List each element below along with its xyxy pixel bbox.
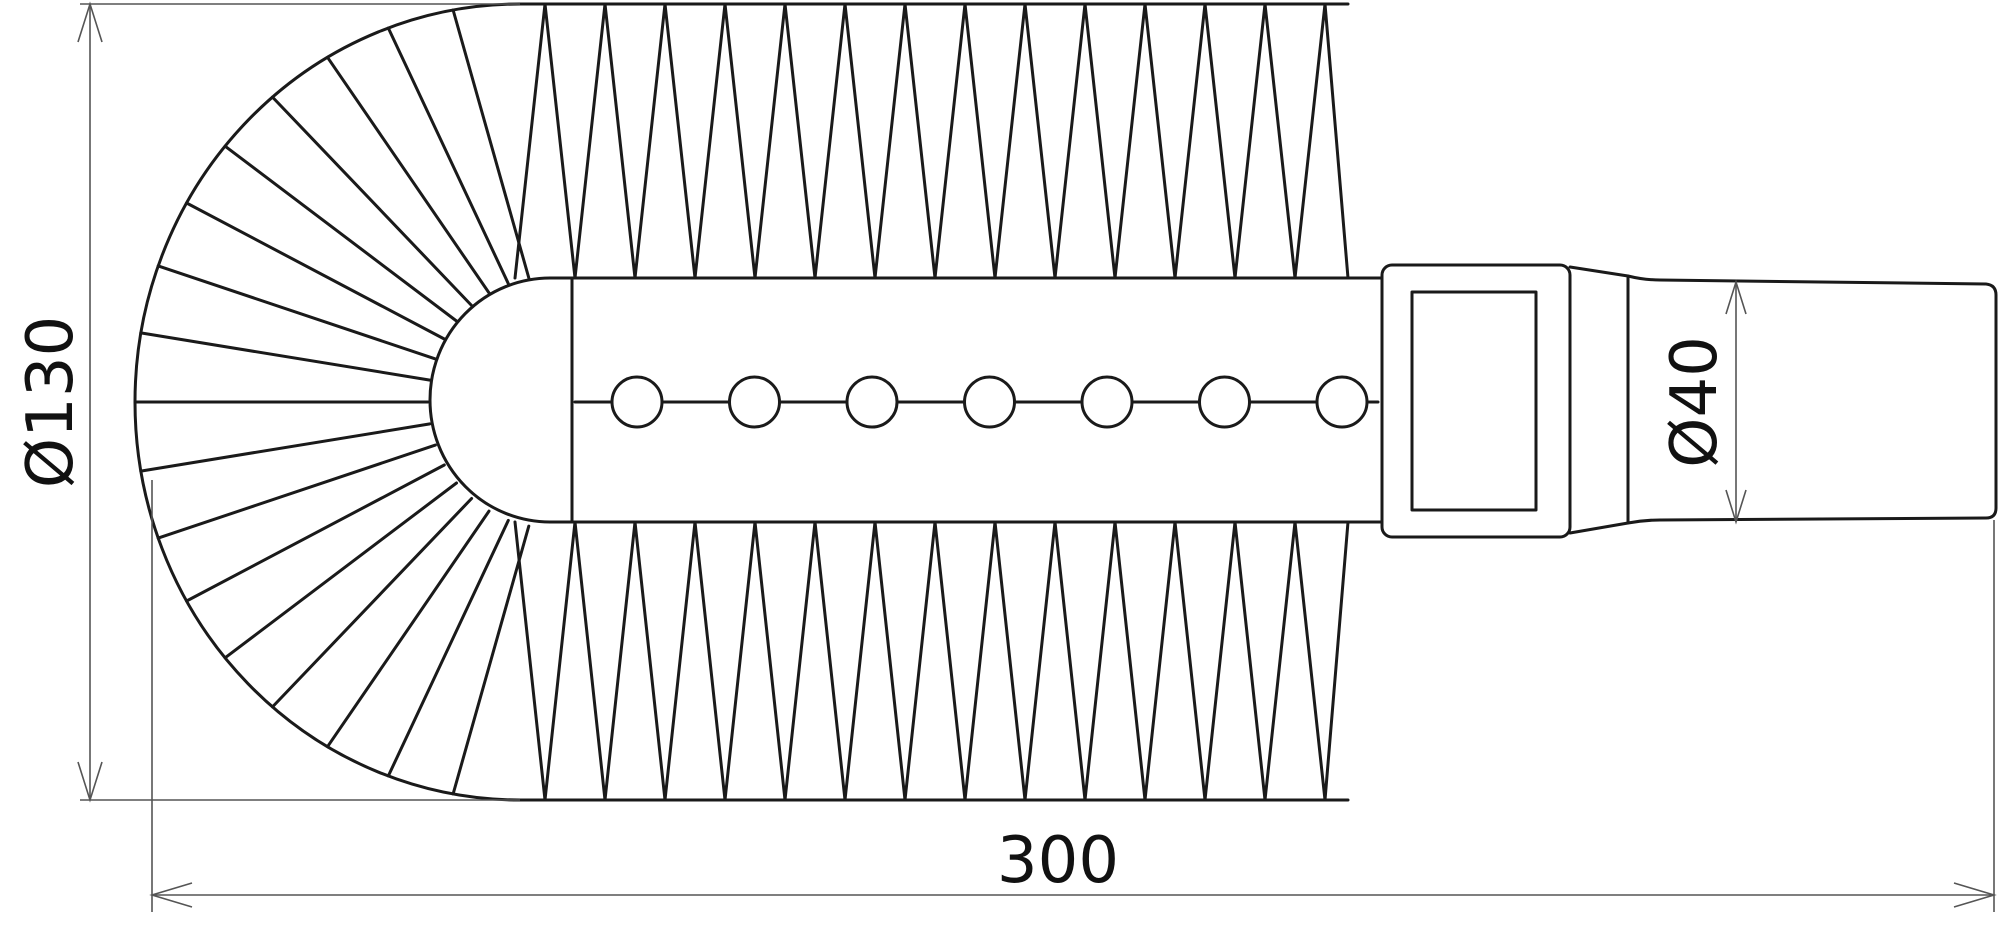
radial-bristle [326, 509, 491, 749]
dim-label-diameter-130: Ø130 [14, 316, 88, 489]
radial-bristle [451, 8, 531, 280]
rivet [610, 375, 664, 429]
radial-bristle [185, 201, 446, 341]
bristle-zigzag-bottom [513, 520, 1350, 802]
radial-bristle [139, 422, 432, 473]
radial-bristle [156, 443, 437, 540]
arrow-bottom-40 [1725, 489, 1747, 525]
bristle-zigzag-top [513, 2, 1350, 280]
radial-bristle [185, 463, 446, 603]
radial-bristle [386, 26, 510, 286]
radial-bristle [156, 264, 437, 361]
radial-bristle [223, 144, 458, 323]
rivet [728, 375, 781, 429]
dim-label-diameter-40: Ø40 [1658, 336, 1732, 468]
rivets [610, 375, 1369, 429]
handle-taper [1568, 265, 1630, 535]
rivet [1315, 375, 1369, 429]
radial-bristle [271, 95, 474, 307]
radial-bristle [223, 481, 458, 660]
radial-bristles [133, 8, 531, 796]
collar-window [1410, 290, 1538, 512]
radial-bristle [139, 331, 432, 382]
rivet [963, 375, 1016, 429]
radial-bristle [386, 518, 510, 778]
radial-bristle [326, 55, 491, 295]
rivet [1198, 375, 1251, 429]
arrow-top-40 [1725, 279, 1747, 315]
radial-bristle [451, 524, 531, 796]
rivet [1080, 375, 1134, 429]
radial-bristle [271, 497, 474, 709]
shaft-core [428, 276, 1387, 524]
handle-grip [1626, 274, 1998, 525]
dim-label-length-300: 300 [997, 824, 1119, 898]
rivet [845, 375, 899, 429]
